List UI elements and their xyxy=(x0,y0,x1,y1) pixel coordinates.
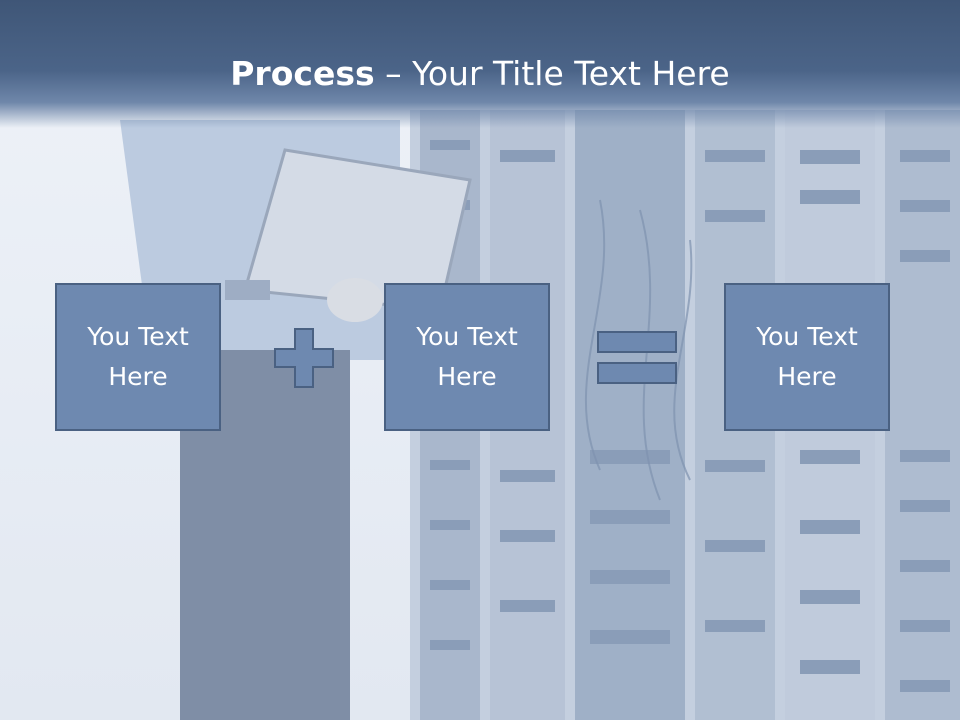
text-box-3-label: You Text Here xyxy=(756,322,858,391)
text-box-2-label: You Text Here xyxy=(416,322,518,391)
text-box-2[interactable]: You Text Here xyxy=(384,283,550,431)
title-bar: Process – Your Title Text Here xyxy=(0,0,960,128)
slide-title: Process – Your Title Text Here xyxy=(0,52,960,96)
text-box-1[interactable]: You Text Here xyxy=(55,283,221,431)
equals-icon xyxy=(597,331,677,384)
text-box-3[interactable]: You Text Here xyxy=(724,283,890,431)
title-rest: – Your Title Text Here xyxy=(374,54,730,93)
title-bold: Process xyxy=(230,54,375,93)
text-box-1-label: You Text Here xyxy=(87,322,189,391)
plus-icon xyxy=(274,328,334,388)
